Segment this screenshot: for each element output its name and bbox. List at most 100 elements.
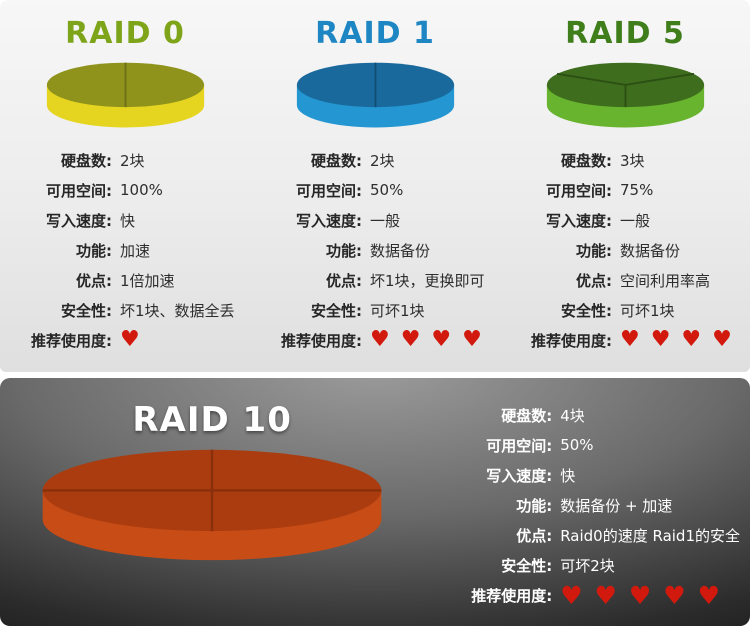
spec-label: 硬盘数: [501,406,553,425]
spec-label: 推荐使用度: [471,586,553,605]
recommend-row: 推荐使用度: ♥ ♥ ♥ ♥ [250,325,500,355]
spec-row: 优点: 坏1块，更换即可 [250,265,500,295]
hearts-rating: ♥ ♥ ♥ ♥ [620,327,734,353]
spec-row: 写入速度: 一般 [500,205,750,235]
spec-value: 50% [370,181,404,200]
spec-value: 2块 [370,151,395,170]
spec-row: 可用空间: 50% [250,175,500,205]
raid1-column: RAID 1 硬盘数: 2块 可用空间: 50% 写入速度: 一般 [250,0,500,372]
spec-label: 硬盘数: [61,151,112,170]
spec-row: 写入速度: 一般 [250,205,500,235]
raid5-disk-icon [546,62,704,128]
raid1-disk-icon [296,62,454,128]
spec-value: 可坏2块 [560,556,615,575]
spec-label: 可用空间: [546,181,612,200]
spec-value: 50% [560,436,594,454]
spec-row: 功能: 数据备份 [250,235,500,265]
spec-label: 写入速度: [486,466,553,485]
spec-value: 4块 [560,406,585,425]
spec-value: 空间利用率高 [620,271,711,290]
hearts-rating: ♥ [120,327,142,353]
spec-value: Raid0的速度 Raid1的安全 [560,526,740,545]
spec-label: 硬盘数: [561,151,612,170]
spec-label: 优点: [516,526,553,545]
spec-label: 功能: [576,241,612,260]
raid1-specs: 硬盘数: 2块 可用空间: 50% 写入速度: 一般 功能: 数据备份 优点: [250,145,500,355]
spec-label: 可用空间: [296,181,362,200]
spec-label: 功能: [326,241,362,260]
spec-row: 功能: 数据备份 + 加速 [424,490,740,520]
spec-row: 功能: 数据备份 [500,235,750,265]
spec-label: 推荐使用度: [31,331,112,350]
spec-value: 100% [120,181,163,200]
spec-row: 可用空间: 75% [500,175,750,205]
spec-label: 可用空间: [46,181,112,200]
raid10-disk-icon [42,449,382,561]
spec-row: 可用空间: 50% [424,430,740,460]
spec-label: 安全性: [501,556,553,575]
spec-label: 优点: [576,271,612,290]
spec-value: 坏1块、数据全丢 [120,301,235,320]
spec-label: 功能: [516,496,553,515]
spec-row: 硬盘数: 2块 [0,145,250,175]
spec-label: 安全性: [311,301,362,320]
spec-row: 硬盘数: 2块 [250,145,500,175]
spec-label: 写入速度: [296,211,362,230]
spec-label: 写入速度: [546,211,612,230]
spec-row: 可用空间: 100% [0,175,250,205]
spec-label: 推荐使用度: [531,331,612,350]
spec-label: 安全性: [61,301,112,320]
spec-value: 快 [560,466,576,485]
spec-value: 加速 [120,241,151,260]
spec-value: 快 [120,211,136,230]
raid5-title: RAID 5 [565,16,685,51]
spec-value: 2块 [120,151,145,170]
spec-label: 安全性: [561,301,612,320]
spec-row: 优点: 1倍加速 [0,265,250,295]
raid10-specs: 硬盘数: 4块 可用空间: 50% 写入速度: 快 功能: 数据备份 + 加速 … [424,378,750,626]
spec-label: 功能: [76,241,112,260]
raid-levels-panel: RAID 0 硬盘数: 2块 可用空间: 100% 写入速度: 快 [0,0,750,372]
spec-label: 可用空间: [486,436,553,455]
spec-value: 一般 [370,211,401,230]
recommend-row: 推荐使用度: ♥ ♥ ♥ ♥ ♥ [424,580,740,610]
raid0-disk-icon [46,62,204,128]
spec-row: 优点: Raid0的速度 Raid1的安全 [424,520,740,550]
spec-label: 推荐使用度: [281,331,362,350]
raid0-column: RAID 0 硬盘数: 2块 可用空间: 100% 写入速度: 快 [0,0,250,372]
spec-row: 功能: 加速 [0,235,250,265]
spec-value: 数据备份 [620,241,681,260]
spec-row: 写入速度: 快 [424,460,740,490]
raid0-specs: 硬盘数: 2块 可用空间: 100% 写入速度: 快 功能: 加速 优点: [0,145,250,355]
raid5-specs: 硬盘数: 3块 可用空间: 75% 写入速度: 一般 功能: 数据备份 优点: [500,145,750,355]
spec-label: 写入速度: [46,211,112,230]
spec-row: 写入速度: 快 [0,205,250,235]
spec-value: 可坏1块 [370,301,425,320]
spec-value: 坏1块，更换即可 [370,271,485,290]
raid1-title: RAID 1 [315,16,435,51]
spec-value: 可坏1块 [620,301,675,320]
raid10-title: RAID 10 [132,400,292,440]
spec-row: 安全性: 可坏1块 [500,295,750,325]
spec-row: 硬盘数: 3块 [500,145,750,175]
spec-value: 75% [620,181,654,200]
recommend-row: 推荐使用度: ♥ [0,325,250,355]
spec-value: 1倍加速 [120,271,175,290]
spec-label: 硬盘数: [311,151,362,170]
spec-row: 优点: 空间利用率高 [500,265,750,295]
spec-label: 优点: [326,271,362,290]
spec-row: 安全性: 可坏2块 [424,550,740,580]
recommend-row: 推荐使用度: ♥ ♥ ♥ ♥ [500,325,750,355]
spec-row: 安全性: 坏1块、数据全丢 [0,295,250,325]
spec-value: 一般 [620,211,651,230]
spec-row: 硬盘数: 4块 [424,400,740,430]
raid10-panel: RAID 10 硬盘数: 4块 可用空间: 50% 写入速度: 快 [0,378,750,626]
spec-value: 数据备份 [370,241,431,260]
spec-value: 3块 [620,151,645,170]
spec-value: 数据备份 + 加速 [560,496,673,515]
hearts-rating: ♥ ♥ ♥ ♥ ♥ [560,580,723,610]
spec-label: 优点: [76,271,112,290]
raid10-visual: RAID 10 [0,378,424,626]
spec-row: 安全性: 可坏1块 [250,295,500,325]
